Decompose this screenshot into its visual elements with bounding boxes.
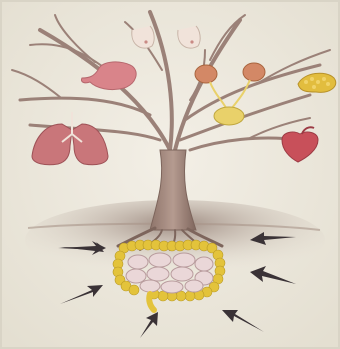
kidney-icon: [195, 65, 217, 83]
bladder-icon: [214, 107, 244, 125]
kidney-icon: [243, 63, 265, 81]
